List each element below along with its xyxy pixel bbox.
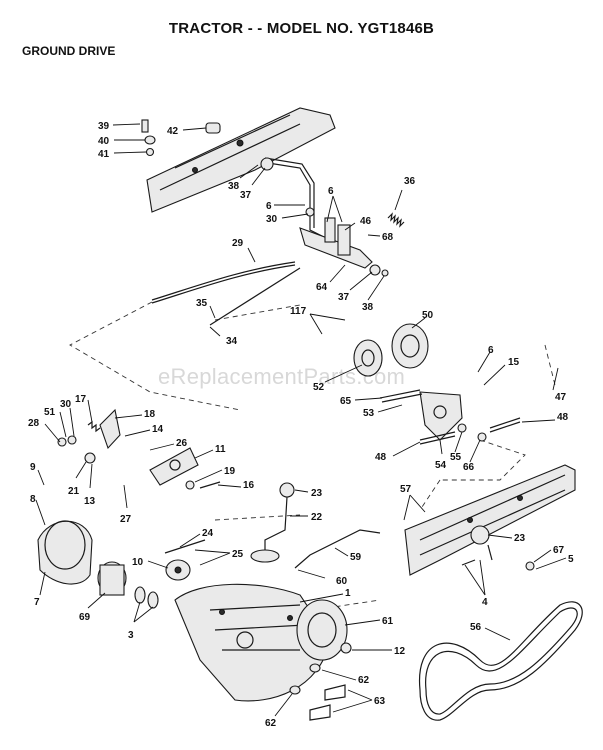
callout-19: 19 xyxy=(224,466,236,477)
callout-29: 29 xyxy=(232,238,244,249)
callout-6-right: 6 xyxy=(488,345,494,356)
callout-64: 64 xyxy=(316,282,328,293)
callout-24: 24 xyxy=(202,528,214,539)
bolts-62-63 xyxy=(289,663,346,721)
callout-67: 67 xyxy=(553,545,565,556)
control-lever-linkage xyxy=(260,157,389,277)
callout-55: 55 xyxy=(450,452,462,463)
callout-7: 7 xyxy=(34,597,40,608)
right-frame-rail xyxy=(404,464,576,576)
drive-belt-56 xyxy=(418,601,583,721)
callout-48-mid: 48 xyxy=(375,452,387,463)
callout-11: 11 xyxy=(215,444,226,455)
callout-38-upper: 38 xyxy=(228,181,240,192)
callout-61: 61 xyxy=(382,616,394,627)
callout-15: 15 xyxy=(508,357,520,368)
callout-18: 18 xyxy=(144,409,156,420)
callout-17: 17 xyxy=(75,394,87,405)
callout-10: 10 xyxy=(132,557,144,568)
callout-14: 14 xyxy=(152,424,164,435)
callout-21: 21 xyxy=(68,486,80,497)
drive-cable-29 xyxy=(151,261,301,326)
washers-3 xyxy=(134,586,159,609)
shift-plate-10 xyxy=(164,539,206,581)
callout-3: 3 xyxy=(128,630,134,641)
callout-4: 4 xyxy=(482,597,488,608)
callout-37-upper: 37 xyxy=(240,190,252,201)
upper-frame-rail xyxy=(146,107,336,213)
callout-labels: 39 40 41 42 38 37 6 30 46 36 68 6 29 64 … xyxy=(28,121,574,729)
idler-arm-54 xyxy=(419,391,463,441)
callout-34: 34 xyxy=(226,336,238,347)
idler-pulleys-50-52 xyxy=(353,323,429,377)
callout-41: 41 xyxy=(98,149,110,160)
callout-62-left: 62 xyxy=(265,718,277,729)
callout-39: 39 xyxy=(98,121,110,132)
callout-50: 50 xyxy=(422,310,434,321)
callout-42: 42 xyxy=(167,126,179,137)
callout-56: 56 xyxy=(470,622,482,633)
callout-63: 63 xyxy=(374,696,386,707)
bolts-48-53-65 xyxy=(379,389,521,445)
callout-26: 26 xyxy=(176,438,188,449)
callout-13: 13 xyxy=(84,496,96,507)
page-title: TRACTOR - - MODEL NO. YGT1846B xyxy=(168,20,435,37)
brake-bracket-assembly xyxy=(57,408,221,490)
callout-23-left: 23 xyxy=(311,488,323,499)
shift-rod-59 xyxy=(294,529,381,569)
callout-40: 40 xyxy=(98,136,110,147)
section-subtitle: GROUND DRIVE xyxy=(22,44,116,58)
callout-8: 8 xyxy=(30,494,36,505)
callout-54: 54 xyxy=(435,460,447,471)
bushing-42 xyxy=(205,122,221,134)
callout-53: 53 xyxy=(363,408,375,419)
callout-28: 28 xyxy=(28,418,40,429)
callout-30-upper: 30 xyxy=(266,214,278,225)
callout-9: 9 xyxy=(30,462,36,473)
callout-59: 59 xyxy=(350,552,362,563)
callout-30-left: 30 xyxy=(60,399,72,410)
callout-51: 51 xyxy=(44,407,56,418)
callout-36: 36 xyxy=(404,176,416,187)
callout-23-right: 23 xyxy=(514,533,526,544)
callout-38-mid: 38 xyxy=(362,302,374,313)
callout-12: 12 xyxy=(394,646,406,657)
callout-6-upper-left: 6 xyxy=(266,201,272,212)
callout-1: 1 xyxy=(345,588,351,599)
callout-22: 22 xyxy=(311,512,323,523)
callout-5: 5 xyxy=(568,554,574,565)
callout-68: 68 xyxy=(382,232,394,243)
callout-37-mid: 37 xyxy=(338,292,350,303)
shift-lever-22 xyxy=(250,482,295,563)
callout-65: 65 xyxy=(340,396,352,407)
callout-47: 47 xyxy=(555,392,567,403)
bolt-hardware-39-41 xyxy=(141,119,156,157)
callout-16: 16 xyxy=(243,480,255,491)
transaxle-housing xyxy=(174,583,331,702)
callout-69: 69 xyxy=(79,612,91,623)
callout-60: 60 xyxy=(336,576,348,587)
axle-housing-7 xyxy=(37,520,127,596)
callout-46: 46 xyxy=(360,216,372,227)
callout-57: 57 xyxy=(400,484,412,495)
callout-35: 35 xyxy=(196,298,208,309)
spring-36 xyxy=(387,212,405,228)
callout-48-right: 48 xyxy=(557,412,569,423)
callout-25: 25 xyxy=(232,549,244,560)
callout-27: 27 xyxy=(120,514,132,525)
callout-6-upper-right: 6 xyxy=(328,186,334,197)
callout-117: 117 xyxy=(290,306,307,317)
drive-pulley-61 xyxy=(296,599,352,661)
callout-66: 66 xyxy=(463,462,475,473)
callout-62-right: 62 xyxy=(358,675,370,686)
callout-52: 52 xyxy=(313,382,325,393)
